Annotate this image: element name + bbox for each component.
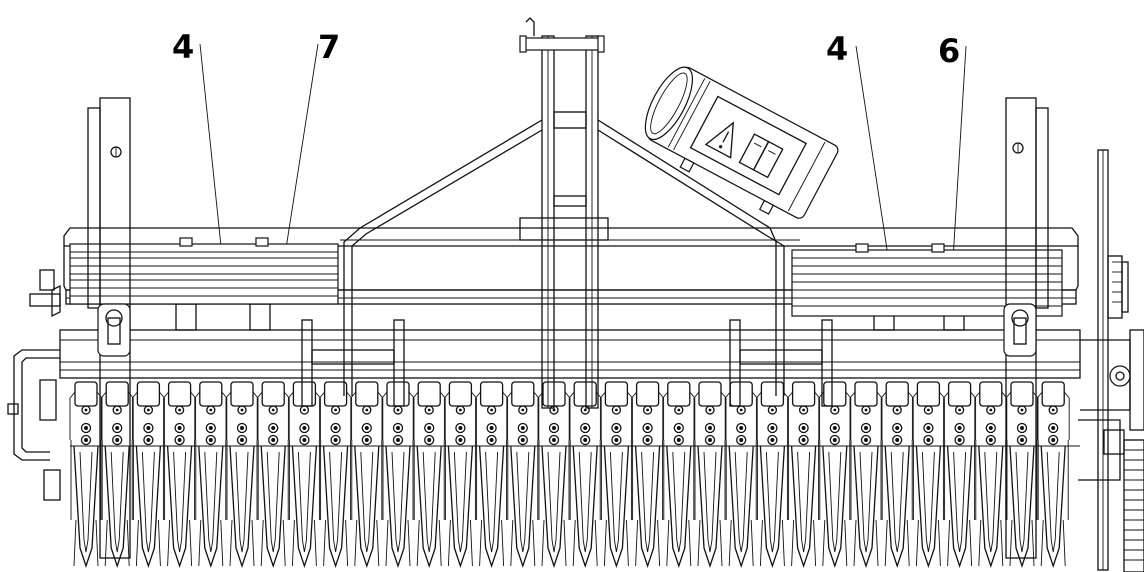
right-marker-post xyxy=(1003,97,1049,559)
coulter-unit xyxy=(880,381,914,569)
callout-left-4: 4 xyxy=(172,28,194,66)
drive-gear-teeth xyxy=(1112,261,1144,561)
coulter-unit xyxy=(943,381,977,569)
coulter-unit xyxy=(287,381,321,569)
left-side-arm xyxy=(7,349,61,501)
warning-triangle-icon xyxy=(704,121,735,159)
coulter-unit xyxy=(662,381,696,569)
coulter-unit xyxy=(443,381,477,569)
coulter-unit xyxy=(537,381,571,569)
coulter-unit xyxy=(100,381,134,569)
callout-right-6: 6 xyxy=(938,32,960,70)
coulter-unit xyxy=(1005,381,1039,569)
coulter-unit xyxy=(1036,381,1070,569)
callout-left-7: 7 xyxy=(318,28,340,66)
callout-right-4: 4 xyxy=(826,30,848,68)
document-tube xyxy=(644,66,839,219)
coulter-unit xyxy=(693,381,727,569)
coulter-unit xyxy=(911,381,945,569)
coulter-unit xyxy=(755,381,789,569)
coulter-row xyxy=(69,381,1080,569)
coulter-unit xyxy=(163,381,197,569)
coulter-unit xyxy=(381,381,415,569)
manual-book-icon xyxy=(738,133,784,179)
coulter-unit xyxy=(724,381,758,569)
coulter-unit xyxy=(131,381,165,569)
coulter-unit xyxy=(974,381,1008,569)
coulter-unit xyxy=(568,381,602,569)
coulter-unit xyxy=(256,381,290,569)
leader-lines xyxy=(199,43,967,277)
left-seed-box xyxy=(69,237,339,305)
three-point-hitch-frame xyxy=(343,17,785,409)
coulter-unit xyxy=(194,381,228,569)
coulter-unit xyxy=(599,381,633,569)
coulter-unit xyxy=(475,381,509,569)
coulter-unit xyxy=(787,381,821,569)
coulter-unit xyxy=(319,381,353,569)
coulter-unit xyxy=(412,381,446,569)
coulter-unit xyxy=(631,381,665,569)
coulter-unit xyxy=(69,381,103,569)
left-marker-post xyxy=(29,97,131,559)
coulter-unit xyxy=(350,381,384,569)
coulter-unit xyxy=(849,381,883,569)
coulter-unit xyxy=(818,381,852,569)
coulter-unit xyxy=(506,381,540,569)
coulter-unit xyxy=(225,381,259,569)
right-drive-assembly xyxy=(1078,149,1144,572)
